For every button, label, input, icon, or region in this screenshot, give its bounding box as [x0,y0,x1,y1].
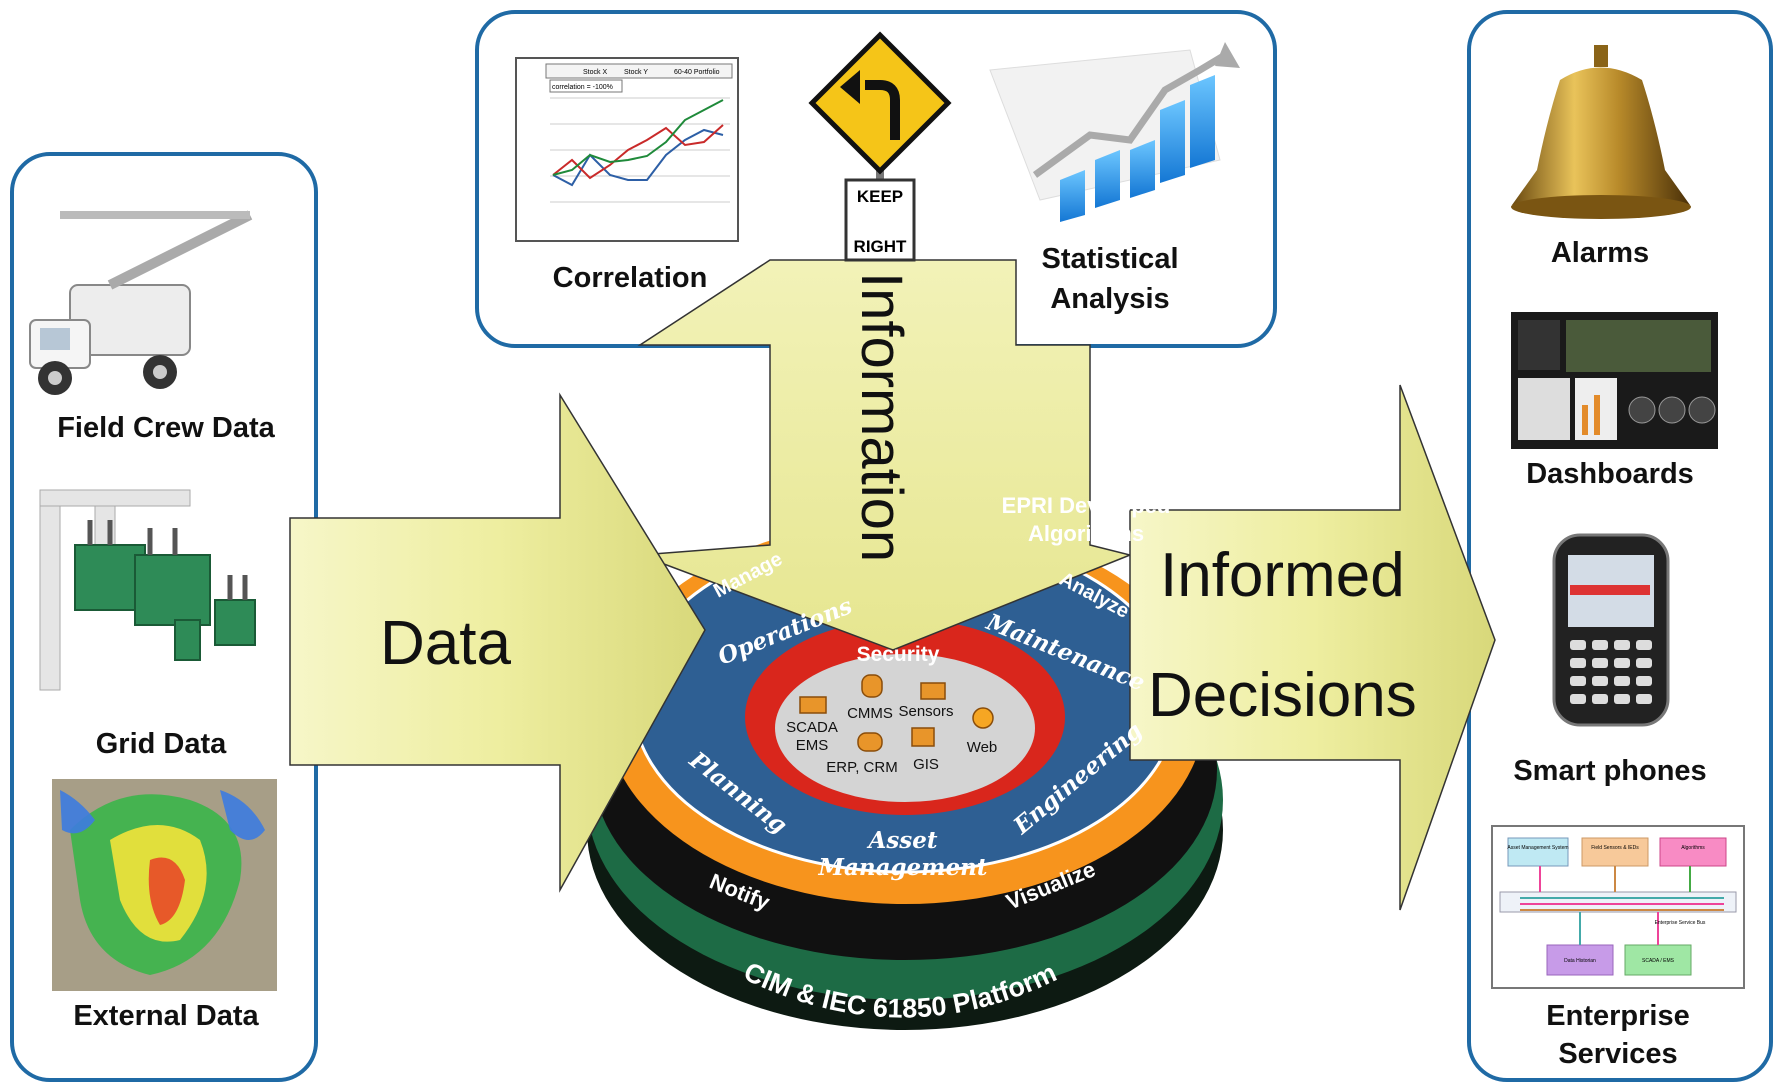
bucket-truck-icon [29,210,253,395]
core-web: Web [967,739,998,756]
data-label: Data [380,609,511,678]
blue-asset: Asset [867,827,938,854]
enterprise-label-1: Enterprise [1546,1000,1690,1032]
road-sign-icon: KEEP RIGHT [808,31,952,262]
core-scada: SCADA [786,719,838,736]
core-icons [799,674,994,752]
security-label: Security [857,643,940,666]
epri-label-2: Algorithms [1028,521,1144,546]
statistical-label-2: Analysis [1050,283,1170,315]
data-arrow [289,392,706,893]
correlation-label: Correlation [552,262,708,294]
sensors-cube-icon [920,682,946,700]
dashboards-label: Dashboards [1526,458,1694,490]
dashboard-screen-icon [1511,312,1718,449]
bus-box-sensors: Field Sensors & IEDs [1591,845,1639,851]
core-cmms: CMMS [847,705,893,722]
chart-legend-y: Stock Y [624,69,648,76]
core-area [775,654,1035,802]
core-ems: EMS [796,737,829,754]
smartphone-icon [1552,533,1670,727]
alarms-label: Alarms [1550,237,1650,269]
chart-legend-portfolio: 60-40 Portfolio [674,69,720,76]
weather-radar-icon [52,779,277,991]
sign-text-keep: KEEP [857,187,903,206]
substation-icon [39,489,256,691]
statistical-label-1: Statistical [1041,243,1179,275]
bus-box-algorithms: Algorithms [1681,845,1705,851]
web-sun-icon [972,707,994,729]
scada-cube-icon [799,696,827,714]
bell-icon [1511,45,1691,219]
informed-label: Informed [1160,541,1405,610]
core-gis: GIS [913,756,939,773]
chart-legend-x: Stock X [583,69,607,76]
erp-cylinder-icon [857,732,883,752]
informed-decisions-arrow [1129,384,1496,911]
chart-note: correlation = -100% [552,84,613,91]
field-crew-label: Field Crew Data [57,412,275,444]
external-data-label: External Data [73,1000,259,1032]
enterprise-label-2: Services [1558,1038,1678,1070]
cmms-cylinder-icon [861,674,883,698]
gis-cube-icon [911,727,935,747]
blue-management: Management [817,854,987,881]
bus-box-historian: Data Historian [1564,958,1596,964]
correlation-chart-icon: Stock X Stock Y 60-40 Portfolio correlat… [515,57,739,242]
decisions-label: Decisions [1148,661,1417,730]
platform-stack [587,520,1223,1030]
bus-box-scada: SCADA / EMS [1642,958,1675,964]
sign-text-right: RIGHT [854,237,908,256]
information-label: Information [849,272,914,562]
enterprise-bus-icon: Asset Management System Field Sensors & … [1491,825,1745,989]
information-arrow [637,259,1133,651]
bus-label: Enterprise Service Bus [1655,920,1706,926]
smart-phones-label: Smart phones [1513,755,1707,787]
bus-box-asset: Asset Management System [1507,845,1568,851]
core-erp-crm: ERP, CRM [826,759,897,776]
grid-data-label: Grid Data [95,728,227,760]
epri-label-1: EPRI Developed [1002,493,1171,518]
statistical-chart-icon [989,42,1240,222]
core-sensors: Sensors [898,703,953,720]
